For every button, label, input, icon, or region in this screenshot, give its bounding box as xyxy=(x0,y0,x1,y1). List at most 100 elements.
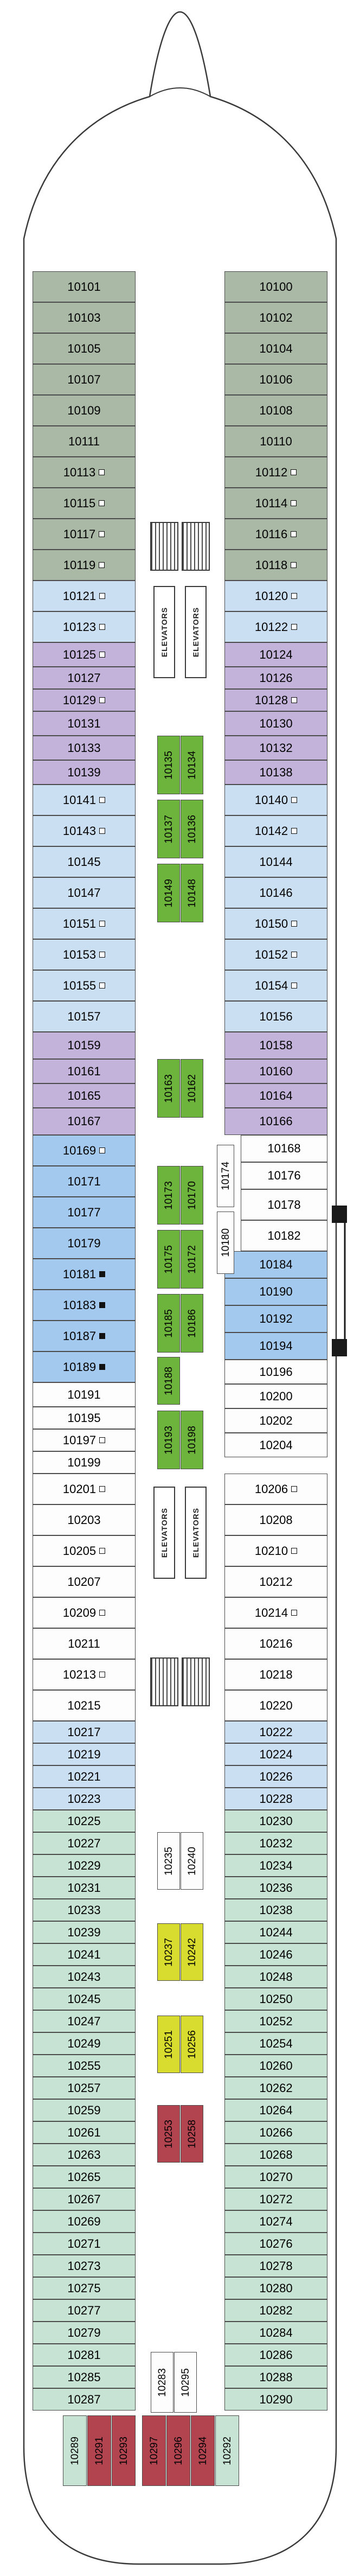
cabin-10162[interactable]: 10162 xyxy=(181,1059,203,1118)
cabin-10199[interactable]: 10199 xyxy=(33,1451,136,1474)
cabin-10186[interactable]: 10186 xyxy=(181,1294,203,1353)
cabin-10175[interactable]: 10175 xyxy=(157,1230,180,1289)
cabin-10260[interactable]: 10260 xyxy=(224,2055,327,2077)
cabin-10270[interactable]: 10270 xyxy=(224,2166,327,2188)
cabin-10193[interactable]: 10193 xyxy=(157,1411,180,1469)
cabin-10257[interactable]: 10257 xyxy=(33,2077,136,2099)
cabin-10110[interactable]: 10110 xyxy=(224,426,327,457)
cabin-10141[interactable]: 10141 xyxy=(33,785,136,815)
cabin-10109[interactable]: 10109 xyxy=(33,395,136,426)
cabin-10119[interactable]: 10119 xyxy=(33,550,136,581)
cabin-10228[interactable]: 10228 xyxy=(224,1788,327,1810)
cabin-10187[interactable]: 10187 xyxy=(33,1321,136,1351)
cabin-10124[interactable]: 10124 xyxy=(224,642,327,667)
cabin-10190[interactable]: 10190 xyxy=(224,1278,327,1305)
cabin-10104[interactable]: 10104 xyxy=(224,333,327,364)
cabin-10220[interactable]: 10220 xyxy=(224,1690,327,1721)
cabin-10183[interactable]: 10183 xyxy=(33,1290,136,1321)
cabin-10276[interactable]: 10276 xyxy=(224,2233,327,2255)
cabin-10295[interactable]: 10295 xyxy=(174,2352,197,2413)
cabin-10147[interactable]: 10147 xyxy=(33,877,136,908)
cabin-10108[interactable]: 10108 xyxy=(224,395,327,426)
cabin-10131[interactable]: 10131 xyxy=(33,711,136,736)
cabin-10264[interactable]: 10264 xyxy=(224,2099,327,2121)
cabin-10209[interactable]: 10209 xyxy=(33,1597,136,1628)
cabin-10155[interactable]: 10155 xyxy=(33,970,136,1001)
cabin-10274[interactable]: 10274 xyxy=(224,2210,327,2233)
cabin-10133[interactable]: 10133 xyxy=(33,736,136,760)
cabin-10283[interactable]: 10283 xyxy=(151,2352,173,2413)
cabin-10159[interactable]: 10159 xyxy=(33,1032,136,1059)
cabin-10271[interactable]: 10271 xyxy=(33,2233,136,2255)
cabin-10150[interactable]: 10150 xyxy=(224,908,327,939)
cabin-10198[interactable]: 10198 xyxy=(181,1411,203,1469)
cabin-10246[interactable]: 10246 xyxy=(224,1943,327,1966)
cabin-10152[interactable]: 10152 xyxy=(224,939,327,970)
cabin-10221[interactable]: 10221 xyxy=(33,1765,136,1788)
cabin-10200[interactable]: 10200 xyxy=(224,1384,327,1408)
cabin-10101[interactable]: 10101 xyxy=(33,271,136,302)
cabin-10171[interactable]: 10171 xyxy=(33,1166,136,1197)
elevator-bank[interactable]: ELEVATORS xyxy=(153,586,175,678)
cabin-10291[interactable]: 10291 xyxy=(87,2415,111,2486)
cabin-10239[interactable]: 10239 xyxy=(33,1921,136,1943)
cabin-10294[interactable]: 10294 xyxy=(191,2415,215,2486)
cabin-10140[interactable]: 10140 xyxy=(224,785,327,815)
cabin-10144[interactable]: 10144 xyxy=(224,846,327,877)
cabin-10121[interactable]: 10121 xyxy=(33,581,136,611)
cabin-10115[interactable]: 10115 xyxy=(33,488,136,519)
cabin-10161[interactable]: 10161 xyxy=(33,1059,136,1083)
cabin-10229[interactable]: 10229 xyxy=(33,1854,136,1877)
cabin-10297[interactable]: 10297 xyxy=(142,2415,166,2486)
cabin-10238[interactable]: 10238 xyxy=(224,1899,327,1921)
cabin-10122[interactable]: 10122 xyxy=(224,611,327,642)
cabin-10173[interactable]: 10173 xyxy=(157,1166,180,1225)
cabin-10281[interactable]: 10281 xyxy=(33,2344,136,2366)
cabin-10269[interactable]: 10269 xyxy=(33,2210,136,2233)
cabin-10268[interactable]: 10268 xyxy=(224,2144,327,2166)
cabin-10182[interactable]: 10182 xyxy=(241,1220,327,1251)
cabin-10243[interactable]: 10243 xyxy=(33,1966,136,1988)
cabin-10118[interactable]: 10118 xyxy=(224,550,327,581)
cabin-10192[interactable]: 10192 xyxy=(224,1305,327,1332)
cabin-10111[interactable]: 10111 xyxy=(33,426,136,457)
cabin-10285[interactable]: 10285 xyxy=(33,2366,136,2388)
cabin-10174[interactable]: 10174 xyxy=(217,1145,234,1207)
cabin-10179[interactable]: 10179 xyxy=(33,1228,136,1259)
cabin-10219[interactable]: 10219 xyxy=(33,1743,136,1765)
cabin-10117[interactable]: 10117 xyxy=(33,519,136,550)
cabin-10293[interactable]: 10293 xyxy=(112,2415,136,2486)
cabin-10227[interactable]: 10227 xyxy=(33,1832,136,1854)
cabin-10290[interactable]: 10290 xyxy=(224,2388,327,2411)
cabin-10132[interactable]: 10132 xyxy=(224,736,327,760)
cabin-10235[interactable]: 10235 xyxy=(157,1832,180,1890)
cabin-10106[interactable]: 10106 xyxy=(224,364,327,395)
cabin-10139[interactable]: 10139 xyxy=(33,760,136,785)
cabin-10206[interactable]: 10206 xyxy=(224,1474,327,1504)
cabin-10292[interactable]: 10292 xyxy=(215,2415,239,2486)
cabin-10278[interactable]: 10278 xyxy=(224,2255,327,2277)
cabin-10178[interactable]: 10178 xyxy=(241,1189,327,1220)
cabin-10158[interactable]: 10158 xyxy=(224,1032,327,1059)
cabin-10224[interactable]: 10224 xyxy=(224,1743,327,1765)
cabin-10149[interactable]: 10149 xyxy=(157,864,180,922)
cabin-10207[interactable]: 10207 xyxy=(33,1566,136,1597)
cabin-10255[interactable]: 10255 xyxy=(33,2055,136,2077)
cabin-10280[interactable]: 10280 xyxy=(224,2277,327,2299)
cabin-10251[interactable]: 10251 xyxy=(157,2016,180,2073)
cabin-10289[interactable]: 10289 xyxy=(63,2415,87,2486)
cabin-10249[interactable]: 10249 xyxy=(33,2032,136,2055)
cabin-10143[interactable]: 10143 xyxy=(33,815,136,846)
cabin-10180[interactable]: 10180 xyxy=(217,1212,234,1274)
cabin-10181[interactable]: 10181 xyxy=(33,1259,136,1290)
cabin-10248[interactable]: 10248 xyxy=(224,1966,327,1988)
cabin-10201[interactable]: 10201 xyxy=(33,1474,136,1504)
cabin-10241[interactable]: 10241 xyxy=(33,1943,136,1966)
cabin-10126[interactable]: 10126 xyxy=(224,667,327,689)
cabin-10204[interactable]: 10204 xyxy=(224,1433,327,1457)
cabin-10112[interactable]: 10112 xyxy=(224,457,327,488)
cabin-10259[interactable]: 10259 xyxy=(33,2099,136,2121)
cabin-10125[interactable]: 10125 xyxy=(33,642,136,667)
cabin-10134[interactable]: 10134 xyxy=(181,736,203,794)
cabin-10245[interactable]: 10245 xyxy=(33,1988,136,2010)
